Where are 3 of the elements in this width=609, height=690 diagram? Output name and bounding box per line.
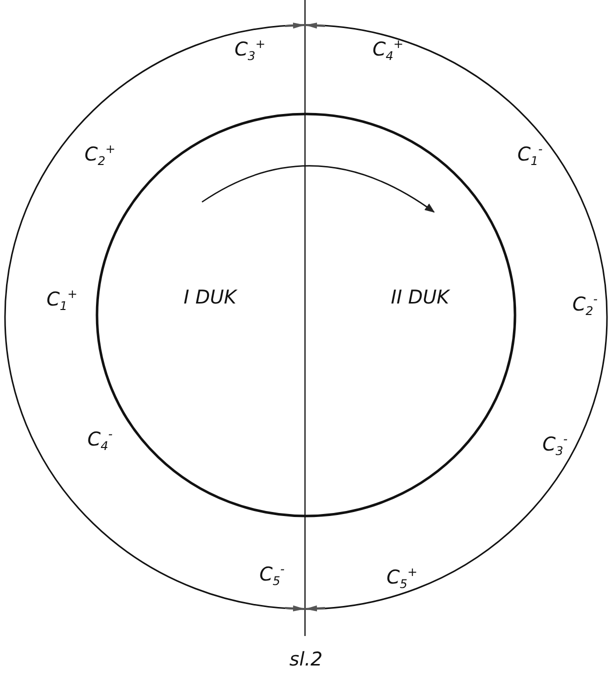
region-label: I DUK <box>184 288 236 308</box>
figure-caption: sl.2 <box>289 650 323 670</box>
region-label: II DUK <box>390 288 450 308</box>
